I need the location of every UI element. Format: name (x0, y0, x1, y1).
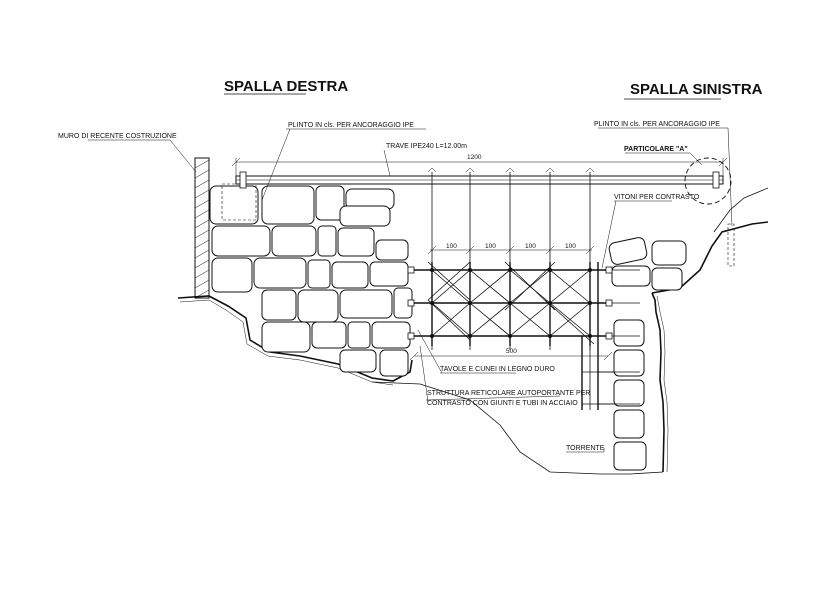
stream-bed-line (371, 381, 664, 475)
label-planks: TAVOLE E CUNEI IN LEGNO DURO (440, 366, 555, 373)
label-stream: TORRENTE (566, 445, 605, 452)
dim-total-span: 1200 (467, 154, 482, 161)
ground-hatch-left (179, 299, 394, 386)
label-plinth-left: PLINTO IN cls. PER ANCORAGGIO IPE (288, 122, 414, 129)
contrast-bolts (407, 266, 640, 405)
recent-wall (194, 157, 210, 299)
label-beam: TRAVE IPE240 L=12.00m (386, 143, 467, 150)
dim-bay-2: 100 (485, 243, 496, 250)
right-abutment-masonry (608, 237, 687, 471)
dim-bay-3: 100 (525, 243, 536, 250)
plinth-right (727, 223, 735, 267)
ground-hatch-right (656, 295, 669, 473)
dimension-truss-length (409, 351, 613, 361)
steel-truss (412, 261, 614, 410)
title-spalla-sinistra: SPALLA SINISTRA (630, 81, 763, 98)
ipe-beam (235, 171, 724, 189)
label-truss-line2: CONTRASTO CON GIUNTI E TUBI IN ACCIAIO (427, 400, 578, 407)
dim-bay-1: 100 (446, 243, 457, 250)
title-spalla-destra: SPALLA DESTRA (224, 78, 348, 95)
left-abutment-masonry (209, 185, 413, 377)
detail-a-circle (684, 157, 732, 205)
ground-slope-right (713, 187, 769, 233)
dimension-total-span (231, 157, 728, 176)
label-plinth-right: PLINTO IN cls. PER ANCORAGGIO IPE (594, 121, 720, 128)
dim-truss-length: 500 (506, 348, 517, 355)
dim-bay-4: 100 (565, 243, 576, 250)
dimension-bays (427, 245, 595, 255)
label-detail-a: PARTICOLARE "A" (624, 146, 688, 153)
ground-profile-right-vertical (651, 292, 665, 473)
beam-hangers (427, 167, 595, 350)
ground-profile-left (177, 295, 413, 382)
label-bolts: VITONI PER CONTRASTO (614, 194, 700, 201)
label-recent-wall: MURO DI RECENTE COSTRUZIONE (58, 133, 177, 140)
leader-lines (88, 127, 733, 453)
label-truss-line1: STRUTTURA RETICOLARE AUTOPORTANTE PER (427, 390, 590, 397)
